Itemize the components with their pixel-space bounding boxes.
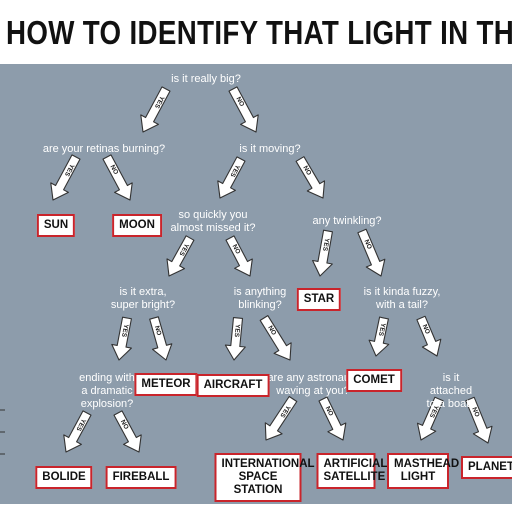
arrow-explosion-no-shape (113, 410, 142, 453)
arrow-boat-no-shape (465, 396, 493, 444)
question-fuzzy: is it kinda fuzzy, with a tail? (363, 286, 441, 311)
edge-tick-marks (0, 409, 5, 455)
question-boat: is it attached to a boat? (426, 372, 476, 410)
arrow-twinkling-no-label: NO (363, 239, 373, 251)
arrow-big-no-shape (228, 86, 259, 133)
arrow-twinkling-yes: YES (312, 229, 333, 277)
arrow-blinking-yes-shape (224, 317, 246, 361)
answer-moon: MOON (112, 214, 162, 237)
answer-comet: COMET (346, 369, 402, 392)
arrow-quickly-no-label: NO (231, 243, 242, 255)
arrow-big-no: NO (228, 86, 259, 133)
arrow-moving-no-shape (295, 156, 326, 199)
arrow-retinas-no: NO (102, 154, 133, 201)
answer-bolide: BOLIDE (35, 466, 93, 489)
arrow-bright-no: NO (149, 316, 173, 361)
arrow-quickly-no: NO (225, 235, 253, 277)
arrow-bright-no-label: NO (153, 325, 162, 336)
arrow-astronauts-yes-shape (264, 395, 298, 441)
question-blinking: is anything blinking? (233, 286, 287, 311)
arrow-quickly-no-shape (225, 235, 253, 277)
arrow-moving-no-label: NO (301, 165, 312, 177)
answer-masthead: MASTHEAD LIGHT (387, 453, 459, 489)
arrow-boat-yes: YES (416, 396, 444, 441)
arrow-fuzzy-no-shape (416, 315, 442, 357)
arrow-fuzzy-no: NO (416, 315, 442, 357)
arrow-bright-no-shape (149, 316, 173, 361)
arrow-fuzzy-yes-label: YES (377, 322, 387, 337)
arrow-retinas-no-label: NO (109, 164, 120, 176)
arrow-boat-yes-label: YES (428, 404, 440, 419)
arrow-quickly-yes-shape (166, 235, 195, 277)
arrow-moving-yes: YES (217, 156, 246, 199)
arrow-blinking-no-shape (259, 315, 292, 361)
question-retinas: are your retinas burning? (42, 143, 166, 155)
arrow-explosion-yes: YES (63, 410, 92, 453)
arrow-blinking-yes: YES (224, 317, 246, 361)
answer-fireball: FIREBALL (105, 466, 177, 489)
question-moving: is it moving? (239, 143, 301, 155)
arrow-bright-yes-label: YES (120, 324, 129, 339)
arrow-twinkling-yes-label: YES (321, 237, 330, 252)
arrow-blinking-no-label: NO (266, 325, 277, 337)
arrow-twinkling-no-shape (357, 228, 386, 277)
arrow-big-yes: YES (140, 86, 171, 133)
arrow-blinking-yes-label: YES (233, 324, 241, 338)
title-banner: HOW TO IDENTIFY THAT LIGHT IN THE SKY (0, 0, 512, 64)
arrow-quickly-yes: YES (166, 235, 195, 277)
question-bright: is it extra, super bright? (110, 286, 176, 311)
page-title: HOW TO IDENTIFY THAT LIGHT IN THE SKY (6, 14, 512, 51)
arrow-moving-no: NO (295, 156, 326, 199)
answer-meteor: METEOR (134, 373, 198, 396)
arrow-bright-yes-shape (111, 316, 132, 361)
question-quickly: so quickly you almost missed it? (170, 209, 256, 234)
arrow-twinkling-no: NO (357, 228, 386, 277)
arrow-boat-yes-shape (416, 396, 444, 441)
question-explosion: ending with a dramatic explosion? (79, 372, 135, 410)
arrow-explosion-yes-shape (63, 410, 92, 453)
arrow-big-no-label: NO (235, 96, 246, 108)
arrow-retinas-yes: YES (50, 154, 81, 201)
answer-sun: SUN (36, 214, 76, 237)
arrow-fuzzy-yes-shape (368, 316, 390, 357)
arrow-blinking-no: NO (259, 315, 292, 361)
answer-satellite: ARTIFICIAL SATELLITE (316, 453, 387, 489)
arrow-moving-yes-shape (217, 156, 246, 199)
arrow-bright-yes: YES (111, 316, 132, 361)
arrow-big-yes-shape (140, 86, 171, 133)
question-big: is it really big? (171, 73, 241, 85)
answer-star: STAR (296, 288, 342, 311)
arrow-boat-no-label: NO (470, 406, 480, 418)
answer-iss: INTERNATIONAL SPACE STATION (214, 453, 315, 502)
question-twinkling: any twinkling? (312, 215, 382, 227)
arrow-explosion-no: NO (113, 410, 142, 453)
arrow-explosion-no-label: NO (119, 419, 130, 431)
arrow-astronauts-no-label: NO (324, 405, 335, 417)
arrow-astronauts-no-shape (318, 396, 347, 441)
arrow-fuzzy-yes: YES (368, 316, 390, 357)
arrow-astronauts-no: NO (318, 396, 347, 441)
question-astronauts: are any astronauts waving at you? (267, 372, 359, 397)
answer-aircraft: AIRCRAFT (196, 374, 270, 397)
arrow-twinkling-yes-shape (312, 229, 333, 277)
arrow-retinas-yes-shape (50, 154, 81, 201)
arrow-fuzzy-no-label: NO (421, 324, 431, 336)
arrow-astronauts-yes: YES (264, 395, 298, 441)
arrow-boat-no: NO (465, 396, 493, 444)
arrow-retinas-no-shape (102, 154, 133, 201)
answer-planet: PLANET (461, 456, 512, 479)
